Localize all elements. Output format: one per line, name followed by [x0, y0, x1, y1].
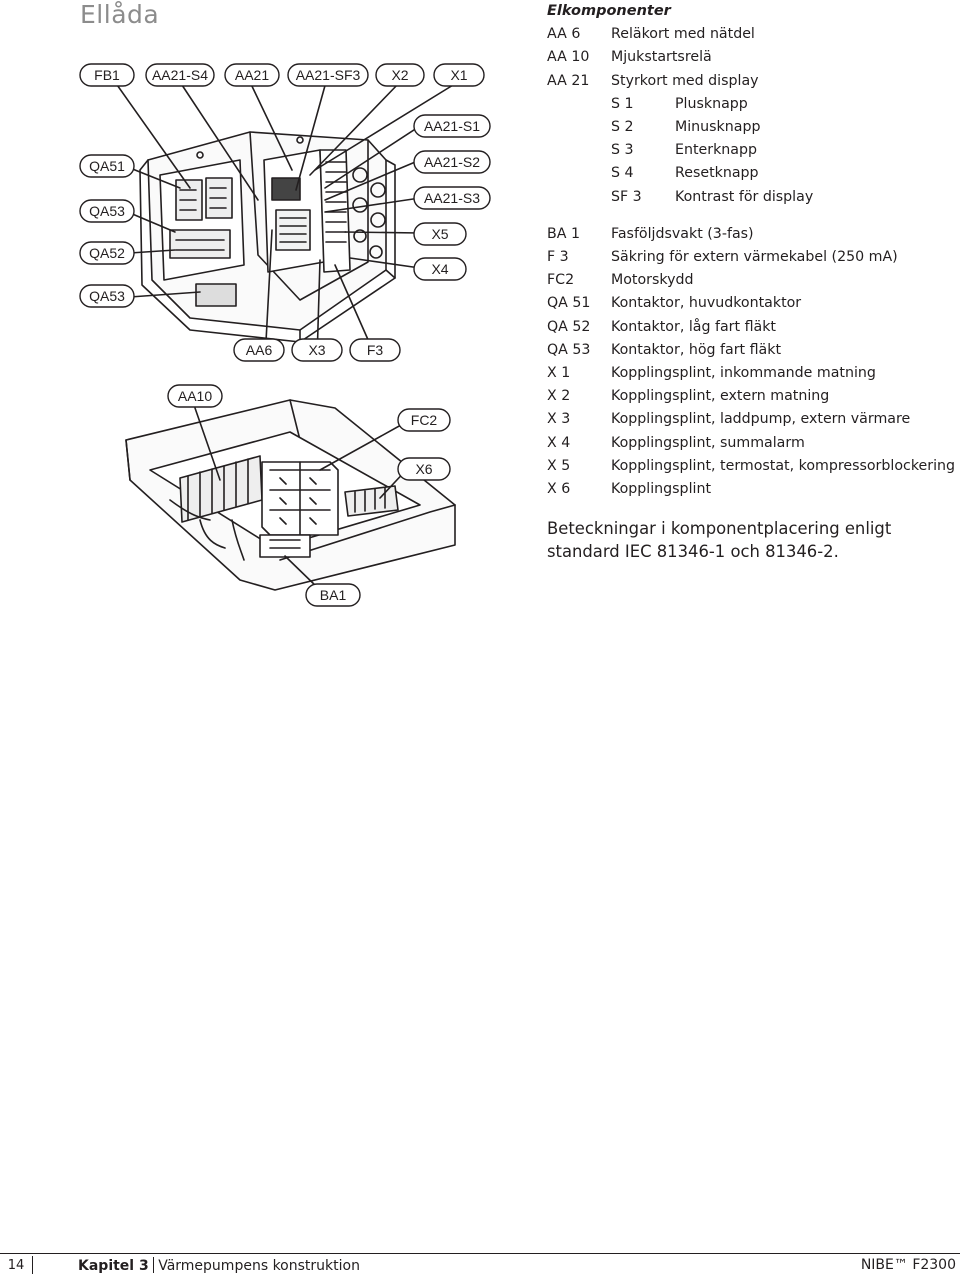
label-x1: X1	[450, 67, 467, 83]
legend-row: X 6 Kopplingsplint	[547, 478, 957, 501]
legend-heading: Elkomponenter	[547, 3, 671, 19]
legend-code: BA 1	[547, 225, 580, 242]
legend-row: FC2 Motorskydd	[547, 269, 957, 292]
page-title: Ellåda	[80, 0, 160, 29]
label-aa21-s2: AA21-S2	[424, 154, 480, 170]
legend-row: BA 1 Fasföljdsvakt (3-fas)	[547, 223, 957, 246]
legend-description: Kontaktor, huvudkontaktor	[611, 295, 802, 312]
chapter-heading: Kapitel 3 Värmepumpens konstruktion	[78, 1257, 360, 1274]
legend-row: X 2 Kopplingsplint, extern matning	[547, 385, 957, 408]
label-aa10: AA10	[178, 388, 212, 404]
legend-description: Enterknapp	[675, 142, 757, 159]
legend-description: Motorskydd	[611, 272, 694, 289]
label-x4: X4	[431, 261, 448, 277]
legend-code: X 4	[547, 434, 571, 451]
legend-description: Kopplingsplint, summalarm	[611, 434, 805, 451]
label-aa21-sf3: AA21-SF3	[296, 67, 361, 83]
legend-description: Fasföljdsvakt (3-fas)	[611, 225, 754, 242]
legend-description: Kopplingsplint, inkommande matning	[611, 365, 876, 382]
legend-code: X 1	[547, 365, 571, 382]
legend-code: S 4	[611, 165, 634, 182]
label-aa21-s1: AA21-S1	[424, 118, 480, 134]
legend-description: Kopplingsplint, termostat, kompressorblo…	[611, 457, 956, 474]
legend-description: Kopplingsplint	[611, 481, 712, 498]
legend-code: QA 52	[547, 318, 591, 335]
legend-description: Kopplingsplint, laddpump, extern värmare	[611, 411, 911, 428]
label-aa21-s4: AA21-S4	[152, 67, 208, 83]
label-ba1: BA1	[320, 587, 347, 603]
legend-code: X 3	[547, 411, 571, 428]
legend-row: X 5 Kopplingsplint, termostat, kompressor…	[547, 455, 957, 478]
legend-row: X 1 Kopplingsplint, inkommande matning	[547, 362, 957, 385]
legend-row: S 2 Minusknapp	[547, 116, 957, 139]
legend-code: F 3	[547, 249, 569, 266]
legend-code: S 3	[611, 142, 634, 159]
chapter-number: Kapitel 3	[78, 1258, 149, 1274]
legend-code: QA 51	[547, 295, 591, 312]
label-aa21: AA21	[235, 67, 269, 83]
legend-description: Säkring för extern värmekabel (250 mA)	[611, 249, 898, 266]
label-aa21-s3: AA21-S3	[424, 190, 480, 206]
legend-row: SF 3 Kontrast för display	[547, 186, 957, 209]
legend-code: QA 53	[547, 341, 591, 358]
chapter-title: Värmepumpens konstruktion	[158, 1258, 360, 1274]
legend-row: AA 21 Styrkort med display	[547, 70, 957, 93]
brand-label: NIBE™ F2300	[860, 1257, 956, 1273]
chapter-divider	[152, 1257, 155, 1273]
label-aa6: AA6	[246, 342, 273, 358]
label-x5: X5	[431, 226, 448, 242]
legend-code: SF 3	[611, 188, 642, 205]
legend-description: Plusknapp	[675, 95, 748, 112]
label-qa52: QA52	[89, 245, 125, 261]
legend-code: FC2	[547, 272, 575, 289]
legend-description: Minusknapp	[675, 119, 761, 136]
page-number-separator	[32, 1256, 33, 1274]
label-qa53-top: QA53	[89, 203, 125, 219]
legend-row: S 4 Resetknapp	[547, 162, 957, 185]
page-number: 14	[7, 1258, 25, 1273]
legend-row: QA 53 Kontaktor, hög fart fläkt	[547, 339, 957, 362]
legend-code: X 5	[547, 457, 571, 474]
legend-description: Kontaktor, hög fart fläkt	[611, 341, 782, 358]
footer-rule	[0, 1253, 960, 1254]
legend-row: F 3 Säkring för extern värmekabel (250 mA…	[547, 246, 957, 269]
legend-description: Reläkort med nätdel	[611, 26, 755, 43]
legend-code: AA 10	[547, 49, 590, 66]
legend-description: Kontrast för display	[675, 188, 814, 205]
label-x6: X6	[415, 461, 432, 477]
label-f3: F3	[367, 342, 384, 358]
legend-row: S 3 Enterknapp	[547, 139, 957, 162]
legend-code: S 1	[611, 95, 634, 112]
legend-code: AA 21	[547, 72, 590, 89]
legend-code: AA 6	[547, 26, 581, 43]
legend-code: S 2	[611, 119, 634, 136]
electrical-box-diagram: FB1 AA21-S4 AA21 AA21-SF3 X2 X1 AA21-S1 …	[79, 63, 491, 607]
legend-row: X 4 Kopplingsplint, summalarm	[547, 432, 957, 455]
legend-row: AA 10 Mjukstartsrelä	[547, 46, 957, 69]
legend-row: X 3 Kopplingsplint, laddpump, extern värm…	[547, 408, 957, 431]
label-x2: X2	[391, 67, 408, 83]
legend-row: AA 6 Reläkort med nätdel	[547, 23, 957, 46]
label-x3: X3	[308, 342, 325, 358]
label-fb1: FB1	[94, 67, 120, 83]
label-fc2: FC2	[411, 412, 438, 428]
legend-row: QA 52 Kontaktor, låg fart fläkt	[547, 316, 957, 339]
legend-description: Mjukstartsrelä	[611, 49, 712, 66]
legend-row: S 1 Plusknapp	[547, 93, 957, 116]
legend-code: X 6	[547, 481, 571, 498]
standard-note: Beteckningar i komponentplacering enligt…	[547, 519, 892, 561]
legend-description: Styrkort med display	[611, 72, 759, 89]
label-qa53-bottom: QA53	[89, 288, 125, 304]
legend-description: Kontaktor, låg fart fläkt	[611, 318, 776, 335]
legend-description: Resetknapp	[675, 165, 759, 182]
legend-description: Kopplingsplint, extern matning	[611, 388, 830, 405]
legend-code: X 2	[547, 388, 571, 405]
legend-row: QA 51 Kontaktor, huvudkontaktor	[547, 292, 957, 315]
label-qa51: QA51	[89, 158, 125, 174]
